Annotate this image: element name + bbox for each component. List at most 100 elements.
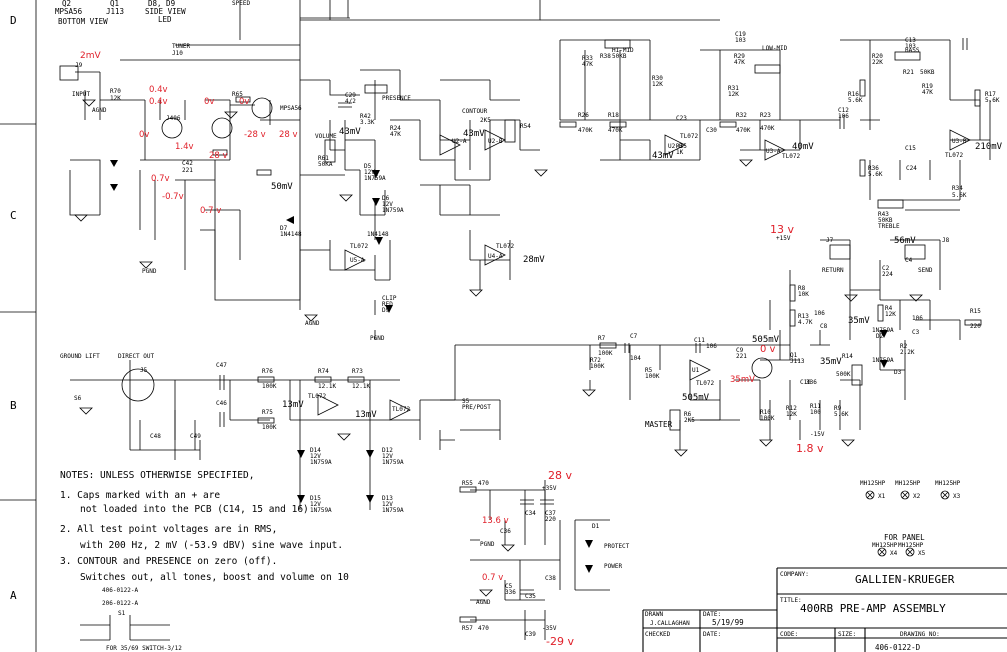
r-12k1-label: 12.1K [318, 383, 336, 390]
agnd-s-label: AGND [476, 599, 491, 606]
r5v-label: 100K [645, 373, 660, 380]
r33-label: R33 [582, 55, 593, 62]
r42-label: R42 [360, 113, 371, 120]
r35v-label: 1K [676, 149, 684, 156]
c9-label: C9 [736, 347, 744, 354]
size-label-label: SIZE: [838, 631, 856, 638]
drawing-title: 400RB PRE-AMP ASSEMBLY [800, 602, 946, 615]
c12v-label: 106 [838, 113, 849, 120]
drawing-no-label-label: DRAWING NO: [900, 631, 940, 638]
zone-label-b: B [10, 399, 17, 412]
c47-label: C47 [216, 362, 227, 369]
label-led: LED [158, 15, 172, 24]
u3a-label: U3-A [766, 148, 781, 155]
mh3-label: MH125HP [935, 480, 961, 487]
r29v-label: 47K [734, 59, 745, 66]
m-13v-label: 13 v [770, 223, 794, 236]
r24-label: R24 [390, 125, 401, 132]
zone-label-c: C [10, 209, 17, 222]
m-04b-label: 0.4v [149, 97, 168, 107]
r32v-label: 470K [736, 127, 751, 134]
r17-label: R17 [985, 91, 996, 98]
drawing-date: 5/19/99 [712, 618, 744, 627]
r16v-label: 5.6K [848, 97, 863, 104]
r61-label: R61 [318, 155, 329, 162]
m15-label: -35V [542, 625, 557, 632]
c19-label: C19 [735, 31, 746, 38]
r13-label: R13 [798, 313, 809, 320]
mh3b-label: X3 [953, 493, 961, 500]
mh5-label: MH125HP [898, 542, 924, 549]
q1p-label: J113 [790, 358, 805, 365]
c2v-label: 224 [882, 271, 893, 278]
volume-label: VOLUME [315, 133, 337, 140]
notes: NOTES: UNLESS OTHERWISE SPECIFIED, 1. Ca… [60, 470, 349, 583]
s5-label: S5 [462, 398, 470, 405]
r30v-label: 12K [652, 81, 663, 88]
d8v-label: 1N4148 [367, 231, 389, 238]
u2b-label: U2-B [488, 138, 503, 145]
components [59, 38, 982, 623]
m-56-label: 56mV [894, 236, 916, 246]
send-label: SEND [918, 267, 933, 274]
c13-label: C13 [905, 37, 916, 44]
measurements: 2mV 0.4v 0.4v 0v 0v -28 v 28 v 1.4v 28 v… [80, 51, 1003, 648]
label-d8d9: D8, D9 [148, 0, 175, 8]
label-q1: Q1 [110, 0, 119, 8]
note-1b: not loaded into the PCB (C14, 15 and 16) [80, 504, 309, 515]
r2v-label: 2.2K [900, 349, 915, 356]
u1-label: U1 [692, 367, 700, 374]
checked-label-label: CHECKED [645, 631, 671, 638]
component-labels: J9 INPUT R70 12K AGND TUNER J10 SPEED MP… [60, 0, 1000, 652]
r14-label: R14 [842, 353, 853, 360]
c42-label: C42 [182, 160, 193, 167]
note-2b: with 200 Hz, 2 mV (-53.9 dBV) sine wave … [80, 540, 343, 551]
c30-label: C30 [706, 127, 717, 134]
c7-label: C7 [630, 333, 638, 340]
j7-label: J7 [826, 237, 834, 244]
tl072-label: TL072 [696, 380, 714, 387]
note-3a: 3. CONTOUR and PRESENCE on zero (off). [60, 556, 277, 567]
c24-label: C24 [906, 165, 917, 172]
tl072-label: TL072 [782, 153, 800, 160]
d3-label: D3 [894, 369, 902, 376]
mh2-label: MH125HP [895, 480, 921, 487]
r19v-label: 47K [922, 89, 933, 96]
m-505b-label: 505mV [682, 393, 710, 403]
r42v-label: 3.3K [360, 119, 375, 126]
r11-label: R11 [810, 403, 821, 410]
r26v-label: 470K [578, 127, 593, 134]
c35-label: C35 [525, 593, 536, 600]
ground-symbols [74, 99, 923, 597]
z1n759-label: 1N759A [382, 507, 404, 514]
r74-label: R74 [318, 368, 329, 375]
d12-label: D12 [382, 447, 393, 454]
r57-label: R57 [462, 625, 473, 632]
note-1a: 1. Caps marked with an + are [60, 490, 220, 501]
c37v-label: 220 [545, 516, 556, 523]
m-07a-label: 0.7v [151, 174, 170, 184]
z1n759-label: 1N759A [310, 459, 332, 466]
c39-label: C39 [525, 631, 536, 638]
company-label-label: COMPANY: [780, 571, 809, 578]
m-28a-label: -28 v [244, 130, 266, 140]
r21v-label: 50KB [920, 69, 935, 76]
mh4-label: MH125HP [872, 542, 898, 549]
r36-label: R36 [868, 165, 879, 172]
r13v-label: 4.7K [798, 319, 813, 326]
u4a-label: U4-A [488, 253, 503, 260]
z12v-label: 12V [382, 453, 393, 460]
r-100k-label: 100K [262, 424, 277, 431]
m-04a-label: 0.4v [149, 85, 168, 95]
m-505a-label: 505mV [752, 335, 780, 345]
c5-label: C5 [505, 583, 513, 590]
r14v-label: 500K [836, 371, 851, 378]
j9-label: J9 [75, 62, 83, 69]
mh1b-label: X1 [878, 493, 886, 500]
r61v-label: 50KA [318, 161, 333, 168]
c8-label: C8 [820, 323, 828, 330]
mh1-label: MH125HP [860, 480, 886, 487]
r75-label: R75 [262, 409, 273, 416]
r20v-label: 22K [872, 59, 883, 66]
speed-label: SPEED [232, 0, 250, 7]
